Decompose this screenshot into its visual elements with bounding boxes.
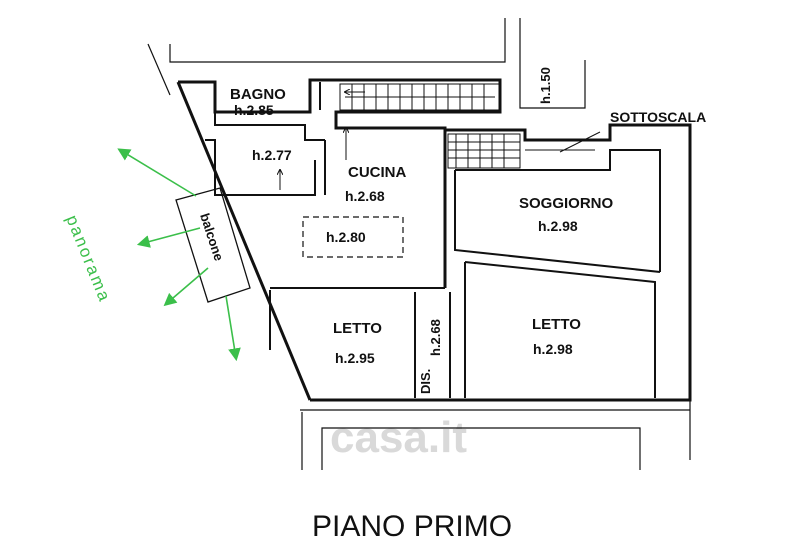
dis-height: h.2.68	[428, 319, 443, 356]
bagno-name: BAGNO	[230, 86, 286, 103]
soggiorno-height: h.2.98	[538, 218, 578, 234]
letto-2-height: h.2.98	[533, 341, 573, 357]
watermark: casa.it	[330, 413, 467, 462]
sottoscala-label: SOTTOSCALA	[610, 109, 706, 125]
cucina-height: h.2.68	[345, 188, 385, 204]
floor-title: PIANO PRIMO	[312, 510, 512, 543]
cucina-name: CUCINA	[348, 164, 406, 181]
panorama-arrows	[117, 148, 241, 362]
letto-1-height: h.2.95	[335, 350, 375, 366]
letto-2-name: LETTO	[532, 316, 581, 333]
apartment-walls	[176, 78, 692, 402]
bagno-height: h.2.85	[234, 102, 274, 118]
cucina-inner-height: h.2.80	[326, 229, 366, 245]
scala-height: h.1.50	[538, 67, 553, 104]
walk-arrows	[280, 92, 365, 190]
dis-name: DIS.	[418, 369, 433, 394]
staircase	[339, 83, 601, 169]
ripostiglio-height: h.2.77	[252, 147, 292, 163]
soggiorno-name: SOGGIORNO	[519, 195, 614, 212]
letto-1-name: LETTO	[333, 320, 382, 337]
balcone-label: balcone	[197, 211, 226, 262]
panorama-label: panorama	[62, 212, 114, 305]
